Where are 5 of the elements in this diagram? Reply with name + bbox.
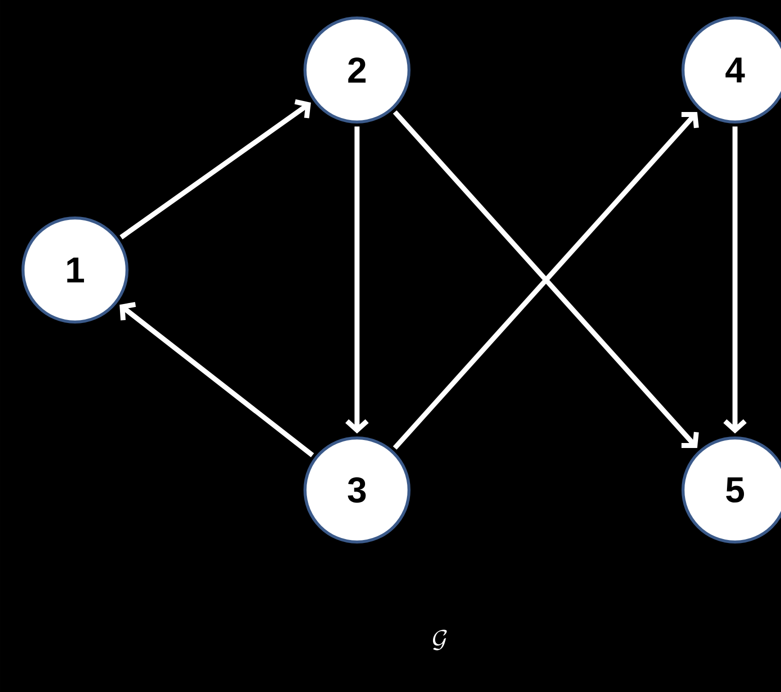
arrow xyxy=(120,99,311,240)
arrow xyxy=(120,302,314,458)
caption: $\mathcal{G}$ xyxy=(432,630,447,650)
arrow xyxy=(723,126,747,434)
arrow xyxy=(345,126,369,434)
